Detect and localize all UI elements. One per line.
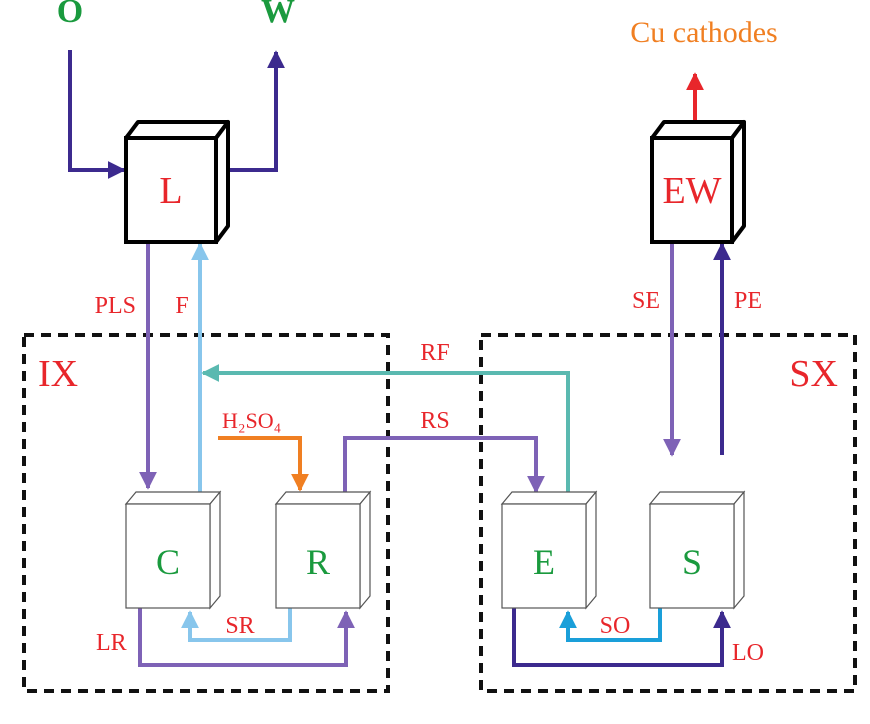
stream-so-line (559, 608, 662, 642)
ix-regen-unit (274, 490, 372, 610)
stream-rs-line (343, 436, 545, 494)
stream-lo-line (512, 608, 731, 667)
leach-unit-label: L (159, 170, 182, 212)
inflow-o-label: O (57, 0, 83, 30)
stream-lr-label: LR (96, 630, 127, 656)
reagent-line (218, 436, 309, 492)
stream-lo-label: LO (732, 640, 764, 666)
stream-sr-line (181, 608, 292, 642)
stream-pe-label: PE (734, 288, 762, 314)
flow-lines (68, 50, 731, 667)
sx-extract-unit (500, 490, 598, 610)
stream-so-label: SO (600, 613, 631, 639)
ix-column-unit-label: C (156, 542, 180, 582)
sx-zone-frame (479, 333, 857, 693)
stream-o-line (68, 50, 126, 179)
stream-se-label: SE (632, 288, 660, 314)
electrowinning-unit (650, 120, 746, 244)
stream-pls-label: PLS (95, 293, 136, 319)
reagent-label: H₂SO₄ (222, 408, 281, 433)
stream-sr-label: SR (225, 613, 254, 639)
ix-regen-unit-label: R (306, 542, 330, 582)
outflow-w-label: W (261, 0, 295, 30)
stream-rf-label: RF (420, 340, 449, 366)
product-label: Cu cathodes (630, 16, 777, 49)
electrowinning-unit-label: EW (662, 170, 721, 212)
stream-lr-line (138, 608, 355, 667)
stream-w-line (222, 50, 285, 172)
ix-zone-frame (22, 333, 390, 693)
sx-extract-unit-label: E (533, 542, 555, 582)
stream-f-label: F (175, 293, 188, 319)
sx-strip-unit-label: S (682, 542, 702, 582)
sx-strip-unit (648, 490, 746, 610)
ix-column-unit (124, 490, 222, 610)
stream-rf-line (201, 364, 570, 492)
stream-rs-label: RS (420, 408, 449, 434)
ix-zone-label: IX (38, 353, 78, 395)
leach-unit (124, 120, 230, 244)
sx-zone-label: SX (789, 353, 838, 395)
